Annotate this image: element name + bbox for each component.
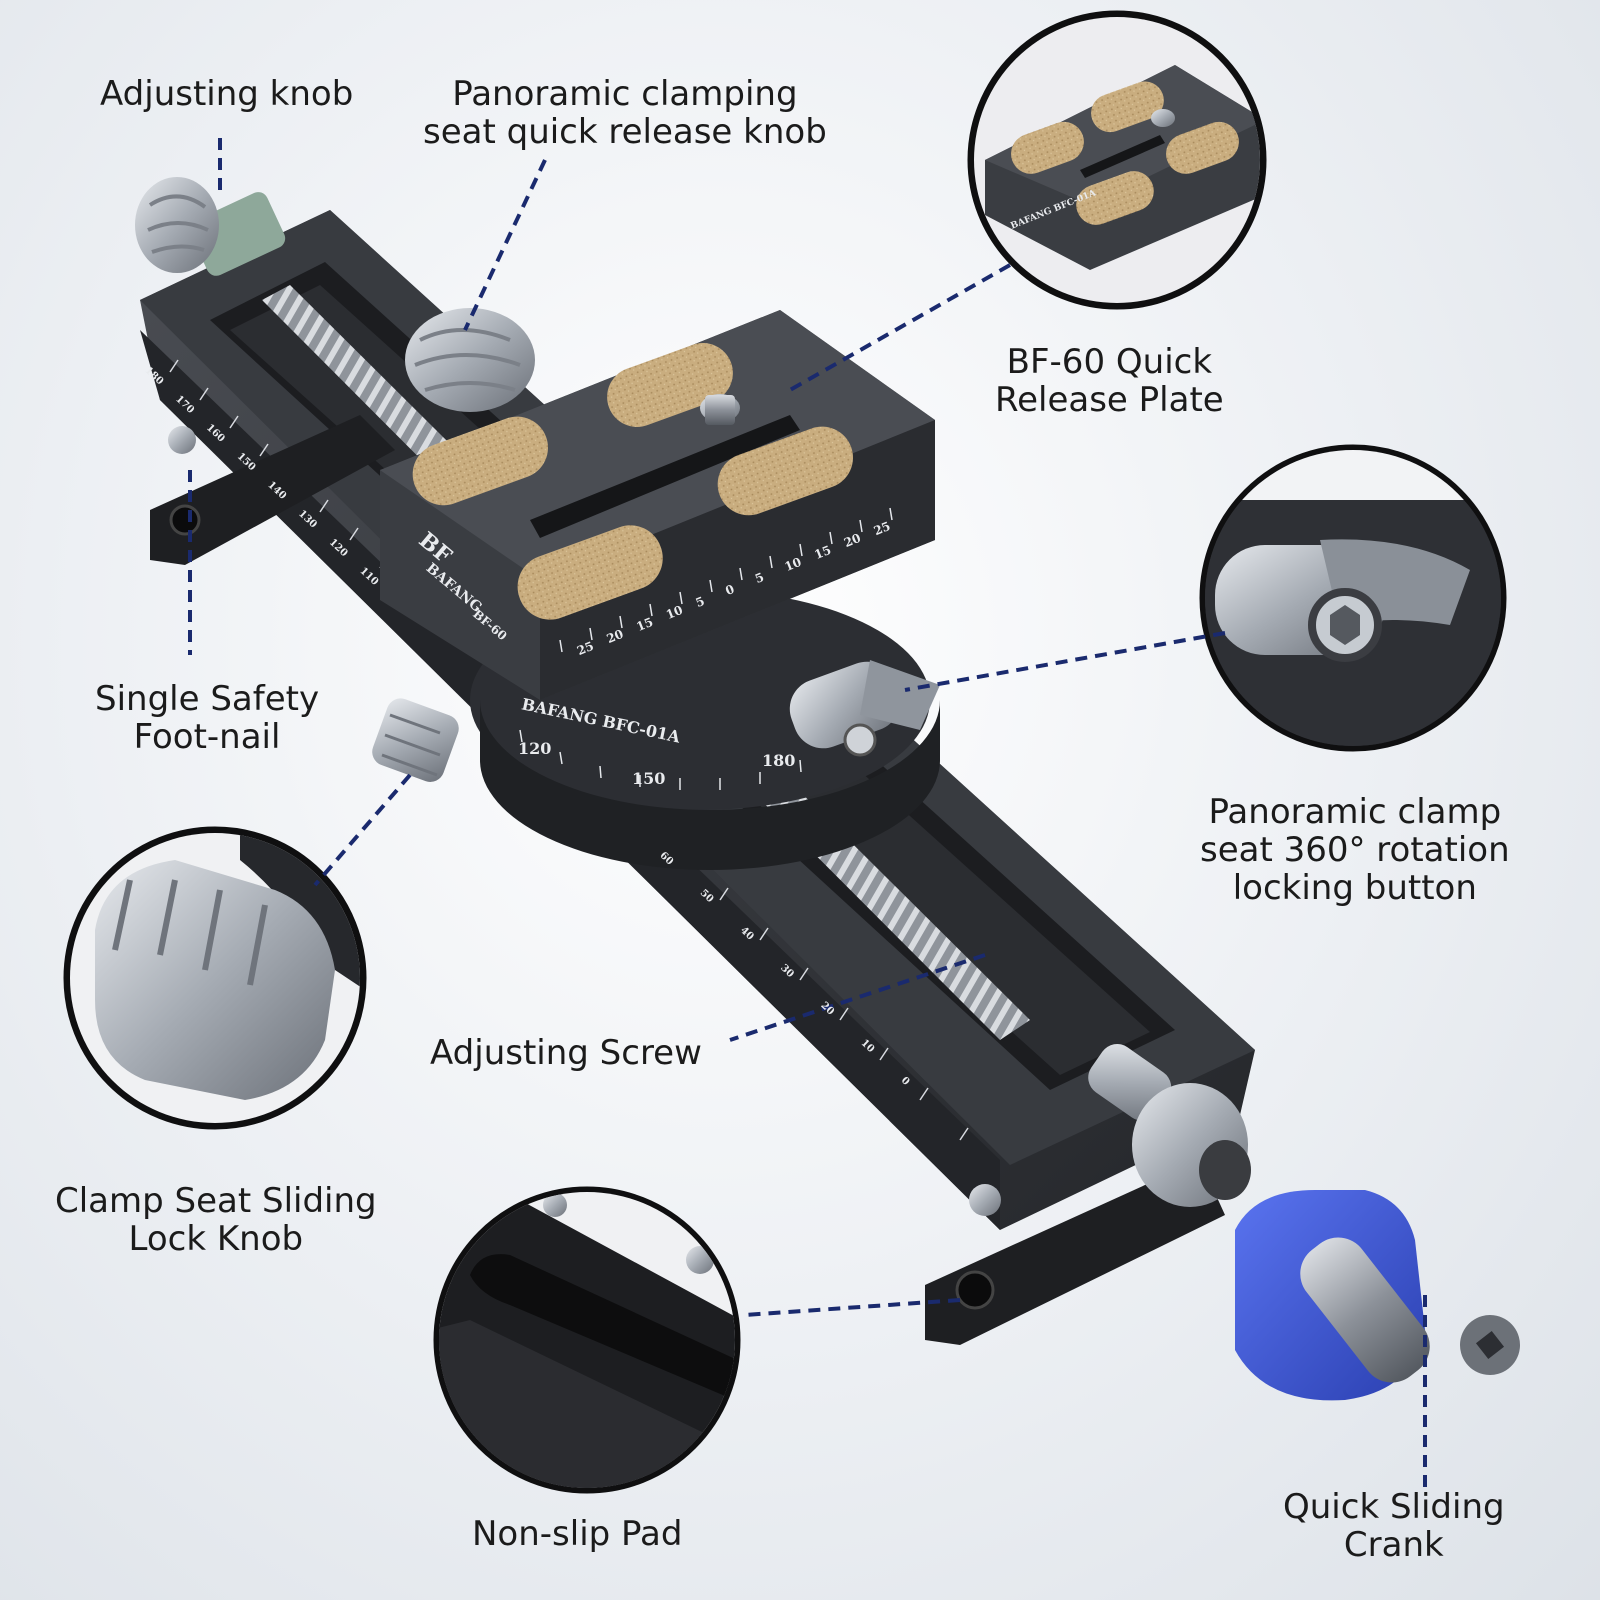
quick-release-knob-icon [405, 308, 535, 412]
rotation-mark-120: 120 [518, 739, 552, 758]
adjusting-knob-icon [135, 177, 286, 276]
label-adjusting-screw: Adjusting Screw [430, 1033, 702, 1073]
label-quick-crank: Quick Sliding Crank [1283, 1487, 1505, 1565]
detail-circle-nonslip-pad [433, 1186, 741, 1494]
foot-nail-icon [168, 426, 196, 454]
sliding-lock-knob-icon [372, 698, 459, 782]
crank-icon [1235, 1190, 1520, 1401]
label-panoramic-knob: Panoramic clamping seat quick release kn… [423, 74, 827, 152]
foot-bracket-top [150, 415, 395, 565]
plate-scale-number: 5 [693, 593, 707, 611]
label-bf60-plate: BF-60 Quick Release Plate [995, 342, 1224, 420]
label-safety-footnail: Single Safety Foot-nail [95, 679, 320, 757]
rotation-mark-150: 150 [632, 769, 666, 788]
label-rotation-button: Panoramic clamp seat 360° rotation locki… [1200, 792, 1510, 908]
label-adjusting-knob: Adjusting knob [100, 74, 354, 114]
rail-scale-number: 0 [898, 1075, 912, 1088]
rotation-lock-button-icon [789, 660, 940, 757]
plate-scale-number: 0 [723, 581, 737, 599]
foot-bracket-bottom [925, 1160, 1225, 1345]
label-sliding-lock-knob: Clamp Seat Sliding Lock Knob [55, 1181, 377, 1259]
end-adjusting-knob [1088, 1044, 1251, 1207]
leader-lines [188, 138, 1427, 1490]
detail-circle-plate [967, 10, 1267, 310]
detail-circle-lock-button [1199, 444, 1507, 752]
plate-scale-number: 5 [753, 569, 767, 587]
label-nonslip-pad: Non-slip Pad [472, 1514, 683, 1554]
rotation-mark-180: 180 [762, 751, 796, 770]
quick-release-plate [380, 310, 935, 700]
detail-circle-sliding-knob [63, 826, 367, 1130]
